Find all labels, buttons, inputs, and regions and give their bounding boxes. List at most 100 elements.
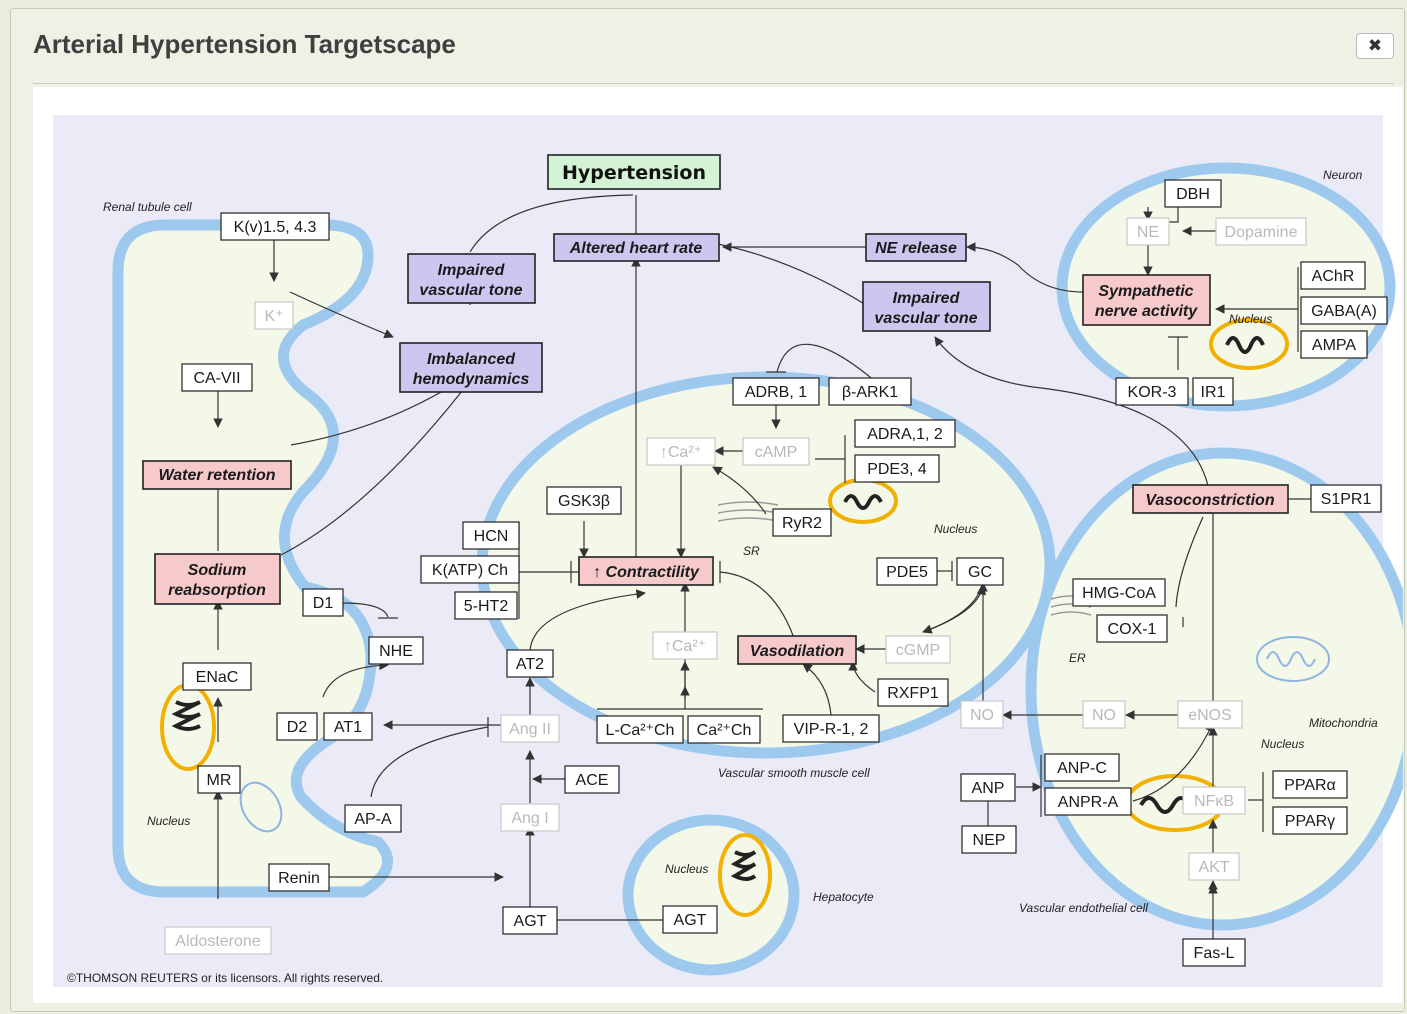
node-ca-top[interactable]: ↑Ca²⁺ [646, 437, 716, 466]
node-katp[interactable]: K(ATP) Ch [420, 555, 520, 584]
phenotype-sodium-reabsorption[interactable]: Sodium reabsorption [154, 553, 281, 605]
svg-text:↑Ca²⁺: ↑Ca²⁺ [664, 638, 706, 655]
node-rxfp1[interactable]: RXFP1 [877, 678, 949, 707]
hepatocyte-nucleus [718, 833, 772, 917]
mitochondria-cristae-icon [1266, 651, 1316, 667]
node-cgmp[interactable]: cGMP [885, 635, 951, 664]
phenotype-vasodilation[interactable]: Vasodilation [737, 635, 857, 665]
svg-text:GABA(A): GABA(A) [1311, 303, 1377, 320]
renal-dna-icon [171, 700, 201, 731]
node-ca-vii[interactable]: CA-VII [181, 363, 253, 392]
node-agt-1[interactable]: AGT [502, 906, 558, 935]
node-cox-1[interactable]: COX-1 [1096, 614, 1168, 643]
node-ppar-gamma[interactable]: PPARγ [1272, 806, 1348, 835]
node-renin[interactable]: Renin [268, 863, 330, 892]
node-akt[interactable]: AKT [1188, 852, 1240, 881]
node-kv[interactable]: K(v)1.5, 4.3 [220, 212, 330, 241]
node-hcn[interactable]: HCN [462, 521, 520, 550]
node-no-1[interactable]: NO [960, 700, 1004, 729]
svg-text:RyR2: RyR2 [782, 515, 822, 532]
node-aldosterone[interactable]: Aldosterone [164, 926, 272, 955]
node-vip-r[interactable]: VIP-R-1, 2 [782, 714, 880, 743]
process-altered-heart-rate[interactable]: Altered heart rate [553, 233, 720, 262]
node-kor-3[interactable]: KOR-3 [1115, 377, 1189, 406]
svg-text:Fas-L: Fas-L [1194, 945, 1235, 962]
process-impaired-vascular-tone-left[interactable]: Impaired vascular tone [407, 253, 536, 304]
node-gsk3b[interactable]: GSK3β [546, 486, 622, 515]
node-adra[interactable]: ADRA,1, 2 [854, 419, 956, 448]
node-ryr2[interactable]: RyR2 [772, 508, 832, 537]
node-dopamine[interactable]: Dopamine [1215, 217, 1307, 246]
phenotype-water-retention[interactable]: Water retention [142, 460, 292, 490]
renal-mitochondria-icon [239, 781, 283, 833]
phenotype-vasoconstriction[interactable]: Vasoconstriction [1132, 484, 1289, 514]
node-nep[interactable]: NEP [961, 825, 1017, 854]
svg-text:Imbalanced: Imbalanced [427, 351, 516, 368]
svg-text:nerve activity: nerve activity [1095, 303, 1198, 320]
node-ampa[interactable]: AMPA [1300, 330, 1368, 359]
node-fas-l[interactable]: Fas-L [1182, 938, 1246, 967]
svg-text:AGT: AGT [674, 912, 707, 929]
svg-text:Impaired: Impaired [893, 290, 961, 307]
node-at1[interactable]: AT1 [323, 712, 373, 741]
label-renal-tubule-cell: Renal tubule cell [103, 200, 192, 214]
node-l-ca-channel[interactable]: L-Ca²⁺Ch [596, 715, 684, 744]
svg-text:vascular tone: vascular tone [874, 310, 977, 327]
node-gaba[interactable]: GABA(A) [1300, 296, 1388, 325]
node-ang-i[interactable]: Ang I [500, 803, 560, 832]
node-ca-mid[interactable]: ↑Ca²⁺ [652, 631, 718, 660]
node-agt-2[interactable]: AGT [662, 905, 718, 934]
node-no-2[interactable]: NO [1082, 700, 1126, 729]
phenotype-sympathetic-nerve-activity[interactable]: Sympathetic nerve activity [1082, 274, 1211, 326]
node-k-plus[interactable]: K⁺ [254, 301, 294, 330]
node-enac[interactable]: ENaC [182, 662, 252, 691]
node-adrb1[interactable]: ADRB, 1 [732, 377, 820, 406]
svg-text:CA-VII: CA-VII [193, 370, 240, 387]
node-ppar-alpha[interactable]: PPARα [1272, 770, 1348, 799]
label-nucleus-hepatocyte: Nucleus [665, 862, 708, 876]
node-hmg-coa[interactable]: HMG-CoA [1072, 578, 1166, 607]
node-nfkb[interactable]: NFκB [1182, 786, 1246, 815]
svg-text:hemodynamics: hemodynamics [413, 371, 530, 388]
svg-text:AP-A: AP-A [354, 811, 392, 828]
hypertension-node[interactable]: Hypertension [547, 154, 721, 190]
node-d2[interactable]: D2 [276, 712, 318, 741]
node-dbh[interactable]: DBH [1164, 179, 1222, 208]
process-imbalanced-hemodynamics[interactable]: Imbalanced hemodynamics [399, 342, 543, 393]
svg-text:Dopamine: Dopamine [1225, 224, 1298, 241]
node-ace[interactable]: ACE [564, 765, 620, 794]
node-d1[interactable]: D1 [302, 588, 344, 617]
node-at2[interactable]: AT2 [506, 649, 554, 678]
process-impaired-vascular-tone-right[interactable]: Impaired vascular tone [862, 281, 991, 332]
node-achr[interactable]: AChR [1300, 261, 1366, 290]
node-pde5[interactable]: PDE5 [876, 557, 938, 586]
svg-text:Altered heart rate: Altered heart rate [569, 240, 703, 257]
node-ang-ii[interactable]: Ang II [500, 714, 560, 743]
node-anp-c[interactable]: ANP-C [1044, 753, 1120, 782]
phenotype-contractility[interactable]: ↑ Contractility [578, 556, 714, 586]
close-button[interactable]: ✖ [1356, 33, 1394, 59]
smc-dna-icon [843, 494, 883, 510]
node-gc[interactable]: GC [956, 557, 1004, 586]
node-s1pr1[interactable]: S1PR1 [1310, 484, 1382, 513]
svg-text:eNOS: eNOS [1188, 707, 1232, 724]
process-ne-release[interactable]: NE release [865, 233, 967, 262]
svg-text:ADRB, 1: ADRB, 1 [745, 384, 807, 401]
node-mr[interactable]: MR [197, 765, 241, 794]
node-bark1[interactable]: β-ARK1 [828, 377, 912, 406]
node-ca-channel[interactable]: Ca²⁺Ch [687, 715, 761, 744]
node-ne[interactable]: NE [1126, 217, 1170, 246]
node-ir1[interactable]: IR1 [1192, 377, 1234, 406]
neuron-nucleus [1209, 318, 1289, 370]
svg-text:NE: NE [1137, 224, 1159, 241]
node-5-ht2[interactable]: 5-HT2 [454, 591, 518, 620]
node-anp[interactable]: ANP [960, 773, 1016, 802]
node-nhe[interactable]: NHE [368, 636, 424, 665]
node-camp[interactable]: cAMP [742, 437, 810, 466]
node-pde34[interactable]: PDE3, 4 [854, 454, 940, 483]
node-ap-a[interactable]: AP-A [344, 804, 402, 833]
pathway-diagram: Hypertension Altered heart rate NE relea… [53, 115, 1403, 987]
node-enos[interactable]: eNOS [1177, 700, 1243, 729]
node-anpr-a[interactable]: ANPR-A [1044, 787, 1132, 816]
svg-text:β-ARK1: β-ARK1 [842, 384, 898, 401]
